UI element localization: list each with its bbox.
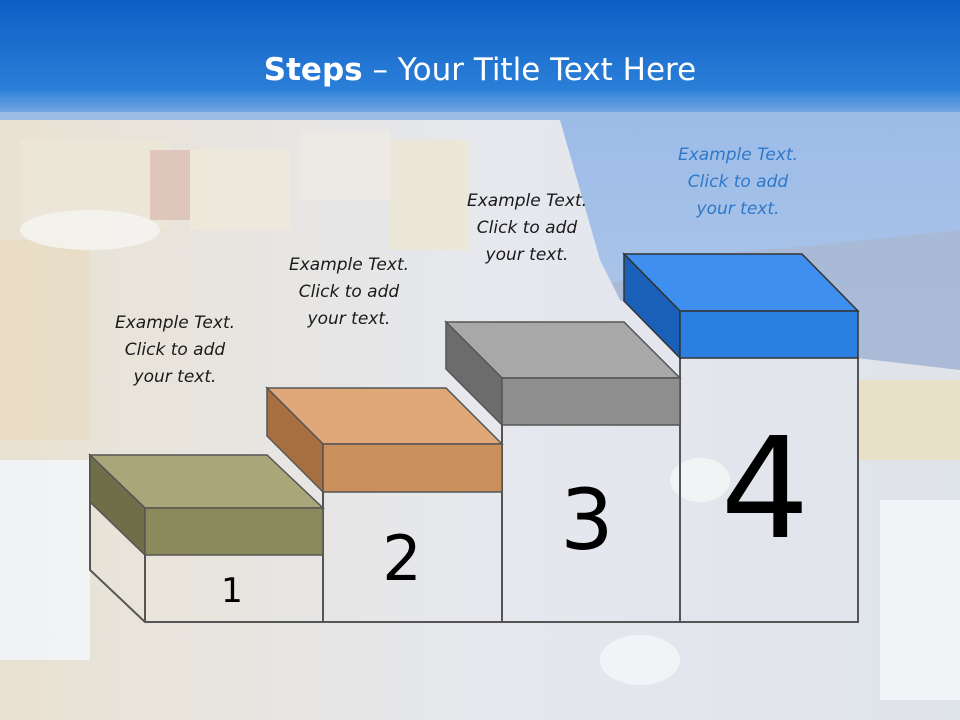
step-2-block[interactable]	[265, 386, 504, 494]
house-block	[0, 240, 90, 440]
step-1-line1: Example Text.	[114, 313, 236, 333]
step-1-line2: Click to add	[124, 340, 226, 360]
step-2-line2: Click to add	[298, 282, 400, 302]
step-4-line1: Example Text.	[677, 145, 799, 165]
dome-shape	[20, 210, 160, 250]
title-bold: Steps	[263, 52, 363, 88]
slide-title[interactable]: Steps – Your Title Text Here	[0, 52, 960, 88]
house-block	[860, 380, 960, 460]
house-block	[300, 130, 390, 200]
house-block	[0, 460, 90, 660]
step-3-block[interactable]	[444, 320, 682, 427]
step-1-text[interactable]: Example Text. Click to add your text.	[90, 310, 260, 391]
town-buildings	[0, 120, 960, 720]
step-3-line3: your text.	[485, 245, 569, 265]
house-block	[390, 140, 470, 250]
step-2-text[interactable]: Example Text. Click to add your text.	[264, 252, 434, 333]
step-4-line3: your text.	[696, 199, 780, 219]
step-4-text[interactable]: Example Text. Click to add your text.	[653, 142, 823, 223]
step-2-number: 2	[382, 522, 422, 595]
step-2-line3: your text.	[307, 309, 391, 329]
step-2-line1: Example Text.	[288, 255, 410, 275]
step-1-block[interactable]	[88, 453, 325, 557]
step-1-line3: your text.	[133, 367, 217, 387]
dome-shape	[670, 458, 730, 502]
house-block	[880, 500, 960, 700]
step-3-number: 3	[560, 471, 614, 569]
step-4-block[interactable]	[622, 252, 860, 360]
step-1-number: 1	[221, 571, 243, 611]
step-3-text[interactable]: Example Text. Click to add your text.	[442, 188, 612, 269]
title-rest: – Your Title Text Here	[362, 52, 697, 88]
house-block	[150, 150, 190, 220]
step-4-line2: Click to add	[687, 172, 789, 192]
step-3-line1: Example Text.	[466, 191, 588, 211]
step-3-line2: Click to add	[476, 218, 578, 238]
step-4-number: 4	[720, 408, 810, 571]
house-block	[190, 150, 290, 230]
header-bar	[0, 0, 960, 112]
dome-shape	[600, 635, 680, 685]
